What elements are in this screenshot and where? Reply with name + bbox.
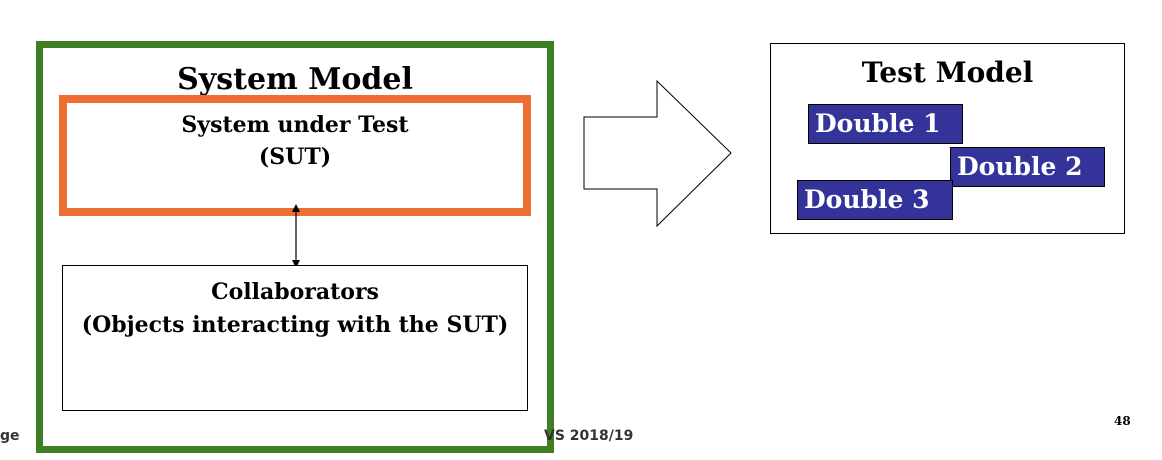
double-3-box: Double 3 xyxy=(797,180,953,220)
sut-box: System under Test (SUT) xyxy=(59,95,531,216)
collaborators-box: Collaborators (Objects interacting with … xyxy=(62,265,528,411)
system-model-title: System Model xyxy=(177,62,413,97)
footer-center-text: VS 2018/19 xyxy=(544,428,634,444)
collaborators-label: Collaborators xyxy=(211,279,379,305)
right-arrow-icon xyxy=(583,80,732,228)
bidirectional-arrow-icon xyxy=(292,204,300,268)
test-model-title: Test Model xyxy=(861,56,1034,89)
footer-left-text: ge xyxy=(0,428,20,444)
double-1-box: Double 1 xyxy=(808,104,963,144)
collaborators-description: (Objects interacting with the SUT) xyxy=(81,312,509,338)
sut-label: System under Test xyxy=(181,112,409,138)
page-number: 48 xyxy=(1114,414,1131,428)
double-2-box: Double 2 xyxy=(950,147,1105,187)
sut-abbreviation: (SUT) xyxy=(258,144,332,170)
